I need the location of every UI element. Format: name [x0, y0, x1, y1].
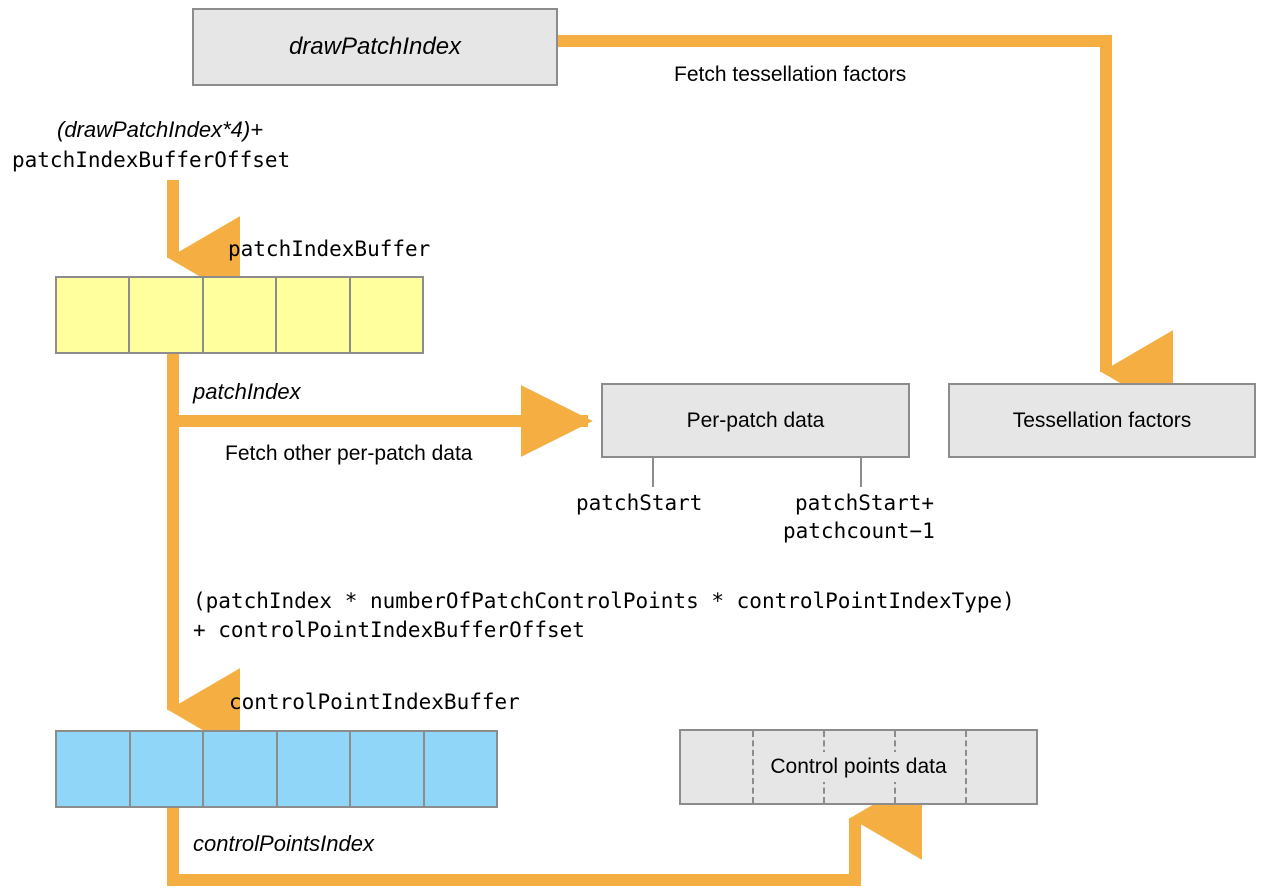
buffer-cell[interactable] — [277, 732, 351, 806]
buffer-cell[interactable] — [57, 278, 131, 352]
node-control-points-data-label: Control points data — [764, 752, 953, 782]
label-patch-index: patchIndex — [193, 379, 301, 404]
buffer-cell[interactable] — [203, 278, 278, 352]
node-draw-patch-index[interactable]: drawPatchIndex — [192, 8, 558, 86]
buffer-control-point-index-buffer[interactable] — [55, 730, 498, 808]
buffer-cell[interactable] — [277, 278, 351, 352]
node-per-patch-data-label: Per-patch data — [686, 408, 825, 432]
segment-divider — [752, 731, 754, 803]
node-control-points-data[interactable]: Control points data — [679, 729, 1038, 805]
buffer-patch-index-buffer[interactable] — [55, 276, 424, 354]
label-control-points-index: controlPointsIndex — [193, 831, 374, 856]
buffer-cell[interactable] — [130, 278, 204, 352]
node-tessellation-factors-label: Tessellation factors — [1012, 408, 1192, 432]
buffer-cell[interactable] — [130, 732, 204, 806]
label-fetch-other-per-patch-data: Fetch other per-patch data — [225, 442, 473, 465]
buffer-cell[interactable] — [350, 278, 423, 352]
node-tessellation-factors[interactable]: Tessellation factors — [948, 383, 1256, 458]
buffer-cell[interactable] — [57, 732, 131, 806]
node-draw-patch-index-label: drawPatchIndex — [288, 32, 462, 60]
label-patch-index-offset-line2: patchIndexBufferOffset — [12, 148, 291, 172]
label-patch-start: patchStart — [576, 491, 703, 515]
label-patch-end-line2: patchcount−1 — [783, 519, 935, 543]
buffer-cell[interactable] — [351, 732, 425, 806]
label-patch-index-offset-line1: (drawPatchIndex*4)+ — [57, 117, 264, 142]
label-control-point-formula-line1: (patchIndex * numberOfPatchControlPoints… — [193, 589, 1015, 613]
segment-divider — [965, 731, 967, 803]
label-control-point-index-buffer-title: controlPointIndexBuffer — [229, 690, 520, 714]
connector-control-points-index — [167, 776, 923, 886]
label-patch-index-buffer-title: patchIndexBuffer — [228, 237, 431, 261]
label-control-point-formula-line2: + controlPointIndexBufferOffset — [193, 618, 585, 642]
label-patch-end-line1: patchStart+ — [795, 491, 935, 515]
label-fetch-tessellation-factors: Fetch tessellation factors — [674, 63, 907, 86]
connector-fetch-tessellation-factors — [558, 35, 1174, 414]
buffer-cell[interactable] — [424, 732, 496, 806]
node-per-patch-data[interactable]: Per-patch data — [601, 383, 910, 458]
buffer-cell[interactable] — [204, 732, 278, 806]
